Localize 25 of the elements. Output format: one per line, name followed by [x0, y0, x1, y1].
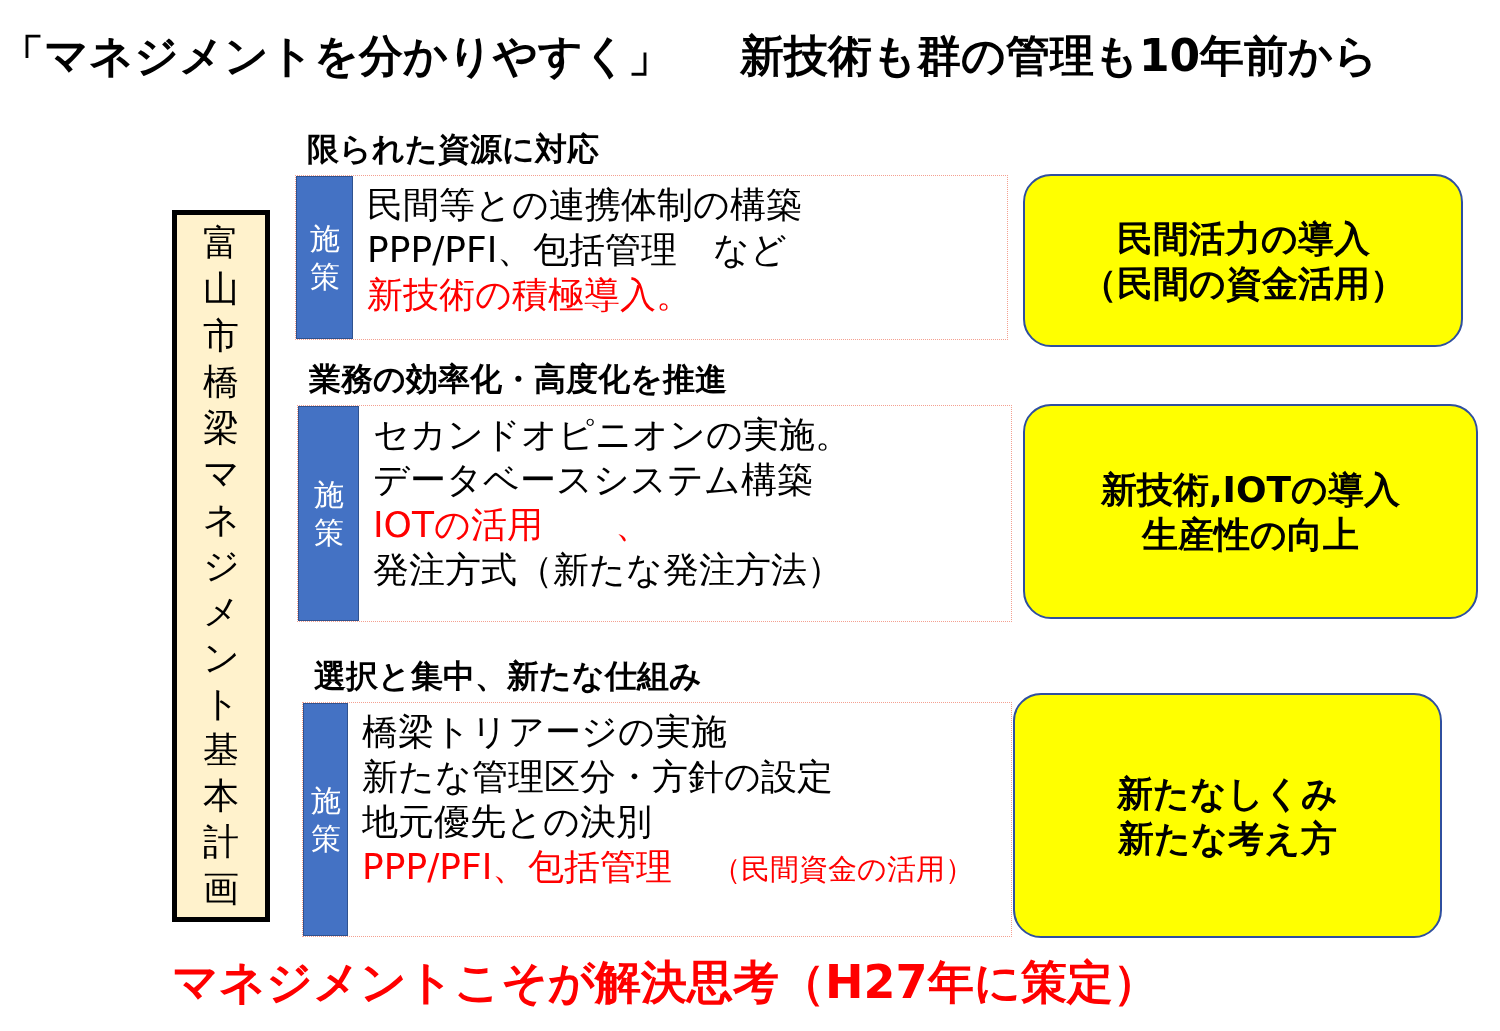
policy-item: データベースシステム構築	[373, 458, 814, 502]
policy-item: 橋梁トリアージの実施	[362, 710, 728, 754]
page-title: 新技術も群の管理も10年前から	[740, 30, 1379, 83]
section-heading: 限られた資源に対応	[306, 129, 600, 171]
page-title: 「マネジメントを分かりやすく」	[0, 30, 672, 83]
policy-item: IOTの活用 、	[373, 503, 652, 547]
policy-item: セカンドオピニオンの実施。	[373, 413, 852, 457]
policy-item: 発注方式（新たな発注方法）	[373, 548, 844, 592]
policy-item: （民間資金の活用）	[712, 852, 975, 886]
result-box: 新技術,IOTの導入 生産性の向上	[1023, 404, 1478, 619]
policy-item: PPP/PFI、包括管理 など	[367, 228, 789, 272]
result-box: 民間活力の導入 （民間の資金活用）	[1023, 174, 1463, 347]
footer-note: マネジメントこそが解決思考（H27年に策定）	[172, 955, 1159, 1011]
result-box: 新たなしくみ 新たな考え方	[1013, 693, 1442, 938]
policy-item: 民間等との連携体制の構築	[367, 183, 803, 227]
policy-item: 新たな管理区分・方針の設定	[362, 755, 834, 799]
tab-label: 施策	[303, 703, 348, 936]
tab-label: 施策	[298, 406, 359, 621]
policy-item: 地元優先との決別	[362, 800, 653, 844]
policy-item: PPP/PFI、包括管理	[362, 846, 673, 887]
tab-label: 施策	[296, 176, 353, 339]
plan-title-box: 富山市橋梁マネジメント基本計画	[172, 210, 270, 922]
section-heading: 業務の効率化・高度化を推進	[308, 359, 728, 401]
section-heading: 選択と集中、新たな仕組み	[313, 656, 703, 698]
policy-item: 新技術の積極導入。	[367, 273, 693, 317]
